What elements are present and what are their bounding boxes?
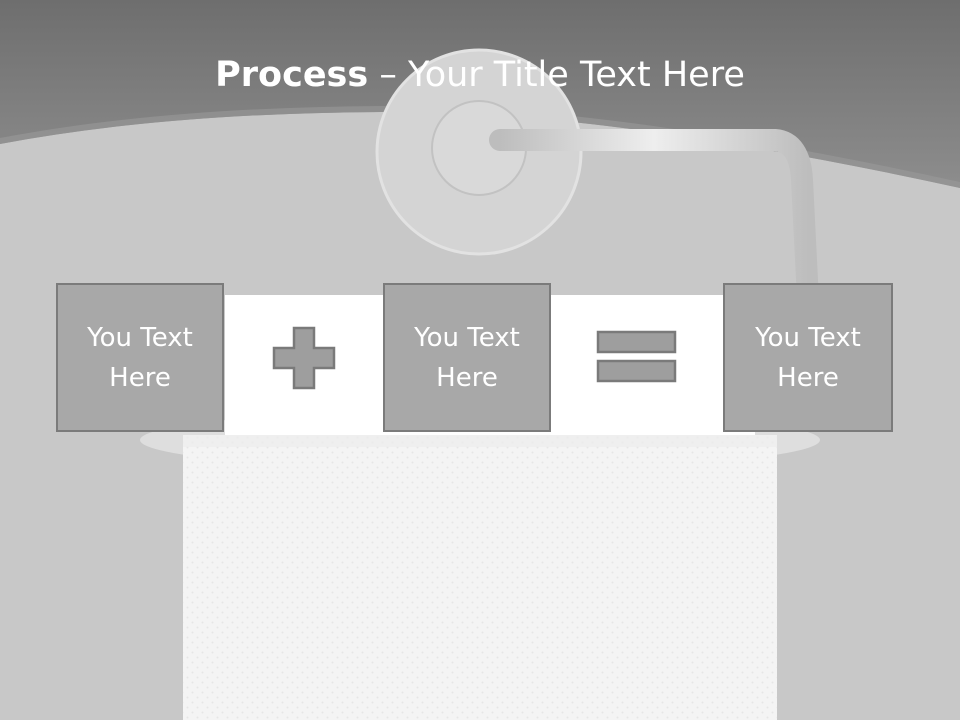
page-title: Process – Your Title Text Here xyxy=(0,52,960,98)
process-box-1-text: You Text Here xyxy=(87,322,193,393)
process-box-1[interactable]: You Text Here xyxy=(56,283,224,432)
plus-icon xyxy=(272,326,336,390)
title-rest: – Your Title Text Here xyxy=(368,55,745,95)
process-box-3[interactable]: You Text Here xyxy=(723,283,893,432)
process-box-2[interactable]: You Text Here xyxy=(383,283,551,432)
holder-rod xyxy=(489,129,819,311)
equals-icon xyxy=(596,330,677,383)
title-bold: Process xyxy=(215,55,369,95)
paper-sheet xyxy=(183,435,777,720)
process-box-2-text: You Text Here xyxy=(414,322,520,393)
process-box-3-text: You Text Here xyxy=(755,322,861,393)
